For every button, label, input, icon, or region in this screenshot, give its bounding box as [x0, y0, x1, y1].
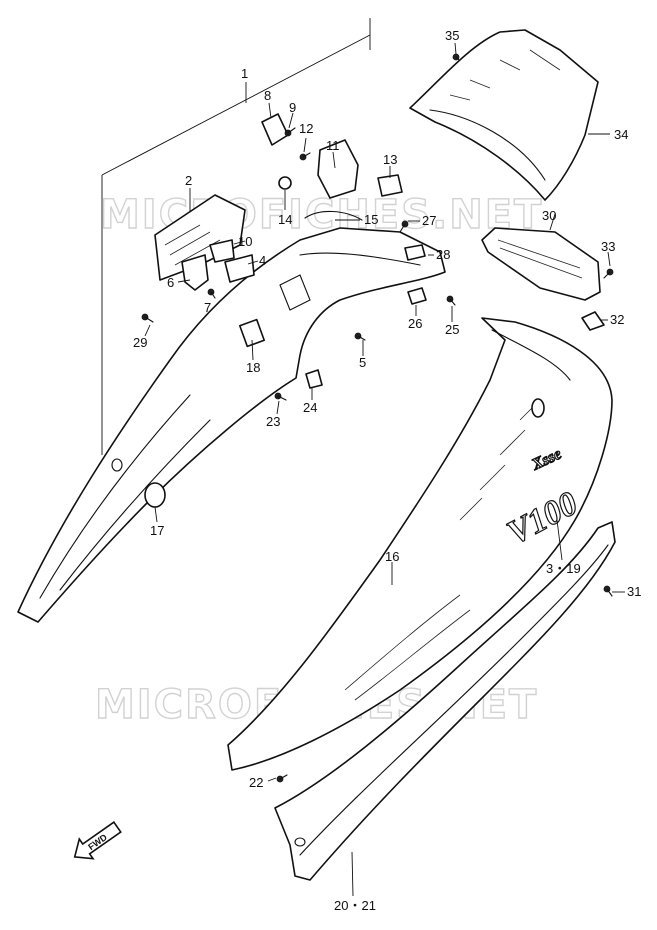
callout-12: 12 — [299, 121, 313, 136]
callout-13: 13 — [383, 152, 397, 167]
callout-5: 5 — [359, 355, 366, 370]
nut-32 — [581, 311, 605, 331]
clip-6 — [181, 254, 209, 291]
frame-hole — [111, 458, 123, 472]
callout-32: 32 — [610, 312, 624, 327]
grommet-17 — [144, 482, 166, 508]
callout-33: 33 — [601, 239, 615, 254]
callout-17: 17 — [150, 523, 164, 538]
side-cover-16 — [227, 317, 613, 771]
side-cover-grommet — [531, 398, 545, 418]
callout-4: 4 — [259, 253, 266, 268]
callout-31: 31 — [627, 584, 641, 599]
callout-10: 10 — [238, 234, 252, 249]
callout-2: 2 — [185, 173, 192, 188]
clip-10 — [209, 239, 235, 263]
tail-cover-inner — [429, 109, 546, 181]
callout-9: 9 — [289, 100, 296, 115]
cable-13 — [377, 174, 403, 197]
lock-11 — [317, 139, 359, 199]
tail-cover-ribs — [449, 49, 561, 101]
callout-28: 28 — [436, 247, 450, 262]
clip-28 — [404, 244, 426, 261]
callout-11: 11 — [326, 138, 340, 153]
callout-16: 16 — [385, 549, 399, 564]
leader-lines — [144, 42, 625, 897]
nut-26 — [407, 287, 427, 305]
handle-30 — [481, 227, 601, 301]
callout-30: 30 — [542, 208, 556, 223]
callout-18: 18 — [246, 360, 260, 375]
callout-3-19: 3・19 — [546, 561, 581, 576]
plate-8 — [261, 113, 289, 146]
frame-rail — [299, 252, 421, 266]
callout-22: 22 — [249, 775, 263, 790]
callout-34: 34 — [614, 127, 628, 142]
callout-26: 26 — [408, 316, 422, 331]
clip-4 — [224, 254, 255, 283]
clip-24 — [305, 369, 323, 389]
callout-23: 23 — [266, 414, 280, 429]
side-cover-groove — [344, 594, 471, 701]
callout-29: 29 — [133, 335, 147, 350]
callout-20-21: 20・21 — [334, 898, 376, 913]
frame-inner-line — [59, 419, 211, 591]
callout-24: 24 — [303, 400, 317, 415]
callout-27: 27 — [422, 213, 436, 228]
lower-cover-hole — [294, 837, 306, 847]
callout-35: 35 — [445, 28, 459, 43]
pad-18 — [238, 318, 266, 348]
frame-mount — [279, 274, 311, 311]
tail-cover-34 — [409, 29, 599, 201]
nut-14 — [278, 176, 292, 190]
bolt-icons — [141, 53, 614, 783]
callout-8: 8 — [264, 88, 271, 103]
side-cover-top-edge — [491, 329, 571, 381]
frame-edge-line — [39, 394, 191, 599]
callout-25: 25 — [445, 322, 459, 337]
callout-labels: 1 2 4 5 6 7 8 9 10 11 12 13 14 15 16 17 … — [133, 28, 641, 913]
fwd-arrow-icon: FWD — [73, 821, 122, 860]
callout-6: 6 — [167, 275, 174, 290]
cable-15 — [304, 210, 363, 221]
handle-30-slots — [497, 239, 583, 279]
assembly-line-top — [101, 34, 371, 176]
callout-15: 15 — [364, 212, 378, 227]
side-cover-vent — [459, 399, 541, 521]
callout-14: 14 — [278, 212, 292, 227]
callout-1: 1 — [241, 66, 248, 81]
side-cover-lower-edge — [299, 544, 609, 856]
callout-7: 7 — [204, 300, 211, 315]
side-cover-20-21 — [274, 521, 616, 881]
